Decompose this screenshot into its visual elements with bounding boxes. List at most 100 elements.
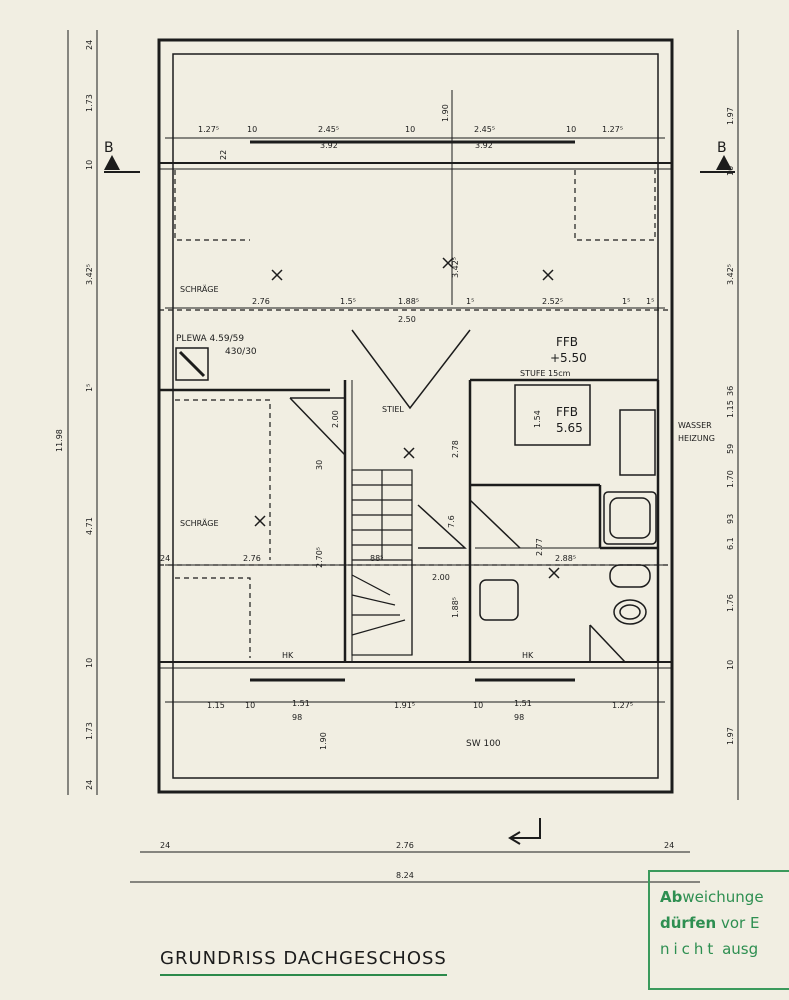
svg-text:24: 24 [85,40,94,50]
svg-text:3.42⁵: 3.42⁵ [85,264,94,285]
label-sw: SW 100 [466,739,501,749]
svg-text:93: 93 [726,514,735,524]
label-ffb-1-level: +5.50 [550,351,587,365]
svg-text:24: 24 [160,841,170,850]
svg-text:10: 10 [726,166,735,176]
svg-text:10: 10 [473,701,483,710]
svg-text:2.70⁵: 2.70⁵ [315,547,324,568]
label-heizung: HEIZUNG [678,434,715,443]
approval-stamp: Abweichunge dürfen vor E nicht ausg [648,870,789,990]
svg-text:2.88⁵: 2.88⁵ [555,554,576,563]
stamp-line-2: dürfen vor E [660,914,760,932]
bath-fixtures [479,384,657,663]
stamp-line-3: nicht ausg [660,940,759,958]
label-wasser: WASSER [678,421,712,430]
direction-arrow [508,818,541,845]
svg-text:8.24: 8.24 [396,871,414,880]
svg-text:2.52⁵: 2.52⁵ [542,297,563,306]
svg-text:10: 10 [726,660,735,670]
svg-text:3.42⁵: 3.42⁵ [726,264,735,285]
svg-text:1⁵: 1⁵ [622,297,630,306]
dims-inner: 3.42⁵ 1.90 2.00 30 2.70⁵ 7.6 1.88⁵ 2.77 … [219,150,544,750]
title-text: GRUNDRISS DACHGESCHOSS [160,948,447,969]
label-plewa: PLEWA 4.59/59 [176,334,244,344]
label-stufe: STUFE 15cm [520,369,571,378]
dims-top: 1.27⁵ 10 2.45⁵ 10 1.90 2.45⁵ 10 1.27⁵ 3.… [198,104,623,150]
svg-text:2.00: 2.00 [331,410,340,428]
svg-text:1.88⁵: 1.88⁵ [451,597,460,618]
label-stiel: STIEL [382,405,404,414]
svg-text:1⁵: 1⁵ [85,384,94,392]
svg-text:1.97: 1.97 [726,727,735,745]
svg-text:2.45⁵: 2.45⁵ [474,125,495,134]
knee-walls [159,162,672,669]
svg-text:1⁵: 1⁵ [466,297,474,306]
dims-overall: 24 2.76 24 8.24 [160,841,674,880]
svg-text:98: 98 [292,713,302,722]
svg-text:88⁵: 88⁵ [370,554,383,563]
svg-text:3.92: 3.92 [320,141,338,150]
svg-text:24: 24 [85,780,94,790]
svg-text:1.70: 1.70 [726,470,735,488]
svg-text:1.73: 1.73 [85,94,94,112]
svg-text:4.71: 4.71 [85,517,94,535]
svg-text:10: 10 [245,701,255,710]
dimension-lines [67,30,739,883]
section-marker-left: B [104,140,140,173]
svg-text:1.91⁵: 1.91⁵ [394,701,415,710]
dims-row3: 24 2.76 88⁵ 2.00 2.88⁵ [160,554,576,582]
svg-text:2.76: 2.76 [396,841,414,850]
svg-text:24: 24 [664,841,674,850]
dims-left: 24 1.73 10 3.42⁵ 1⁵ 4.71 10 1.73 24 11.9… [55,40,94,790]
svg-text:10: 10 [405,125,415,134]
label-schraege-left: SCHRÄGE [180,518,219,528]
svg-text:2.00: 2.00 [432,573,450,582]
svg-text:1.90: 1.90 [319,732,328,750]
roof-opening [289,329,521,549]
slope-lines [159,170,672,658]
svg-text:1⁵: 1⁵ [646,297,654,306]
svg-text:1.15: 1.15 [207,701,225,710]
outer-walls [157,38,674,794]
svg-text:2.77: 2.77 [535,538,544,556]
svg-text:1.76: 1.76 [726,594,735,612]
dims-mid: 2.76 1.5⁵ 1.88⁵ 1⁵ 2.52⁵ 1⁵ 1⁵ 2.50 [252,297,654,324]
svg-text:1.51: 1.51 [514,699,532,708]
svg-text:1.15: 1.15 [726,400,735,418]
label-ffb-2: FFB [556,405,578,419]
staircase [351,469,413,656]
svg-text:24: 24 [160,554,170,563]
window-top [250,140,575,682]
svg-text:7.6: 7.6 [447,515,456,528]
svg-text:1.97: 1.97 [726,107,735,125]
dims-right: 1.97 10 3.42⁵ 1.15 36 59 1.70 93 6.1 1.7… [726,107,735,745]
label-hk-2: HK [522,651,534,660]
label-ffb-2-level: 5.65 [556,421,583,435]
svg-text:1.88⁵: 1.88⁵ [398,297,419,306]
plewa-box [175,347,209,381]
section-label-left: B [104,140,114,156]
svg-text:6.1: 6.1 [726,537,735,550]
svg-text:3.92: 3.92 [475,141,493,150]
label-schraege-top: SCHRÄGE [180,284,219,294]
svg-text:59: 59 [726,444,735,454]
svg-text:1.51: 1.51 [292,699,310,708]
svg-text:10: 10 [566,125,576,134]
light-marks [254,257,560,579]
svg-text:10: 10 [85,160,94,170]
svg-text:30: 30 [315,460,324,470]
svg-text:1.5⁵: 1.5⁵ [340,297,356,306]
svg-text:2.78: 2.78 [451,440,460,458]
svg-text:22: 22 [219,150,228,160]
dim-left-total: 11.98 [55,429,64,452]
svg-text:36: 36 [726,386,735,396]
label-hk-1: HK [282,651,294,660]
svg-text:10: 10 [247,125,257,134]
interior-walls [159,378,660,662]
svg-text:1.73: 1.73 [85,722,94,740]
label-plewa-size: 430/30 [225,347,257,357]
svg-text:1.27⁵: 1.27⁵ [198,125,219,134]
svg-text:2.76: 2.76 [243,554,261,563]
drawing-title: GRUNDRISS DACHGESCHOSS [160,948,447,976]
